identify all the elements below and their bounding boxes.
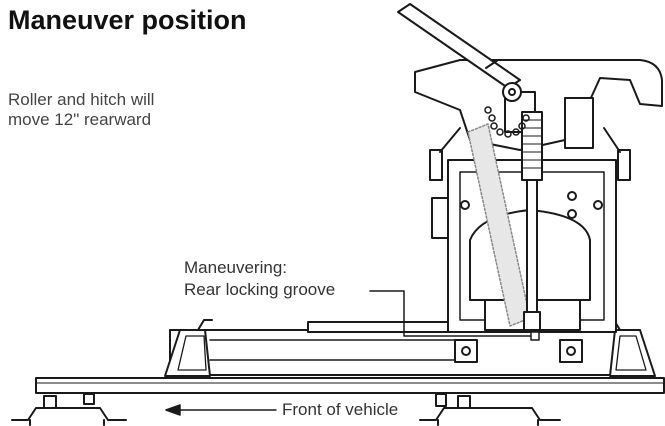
maneuvering-label: Maneuvering:	[184, 258, 288, 277]
front-arrow	[165, 404, 277, 416]
title-text: Maneuver position	[8, 5, 247, 35]
rear-locking-groove-label: Rear locking groove	[184, 280, 336, 299]
left-end-bracket	[164, 319, 213, 377]
page-title: Maneuver position	[8, 6, 247, 35]
safety-chain	[484, 106, 530, 138]
page-subtitle: Roller and hitch will move 12" rearward	[8, 90, 155, 129]
right-support-bracket	[419, 393, 561, 426]
latch-rod	[521, 111, 543, 331]
right-end-bracket	[607, 319, 656, 377]
maneuvering-callout: Maneuvering: Rear locking groove	[184, 257, 335, 301]
release-handle	[397, 3, 522, 102]
groove-leader-line	[369, 290, 540, 341]
left-support-bracket	[11, 393, 127, 426]
front-of-vehicle-label: Front of vehicle	[282, 400, 399, 419]
